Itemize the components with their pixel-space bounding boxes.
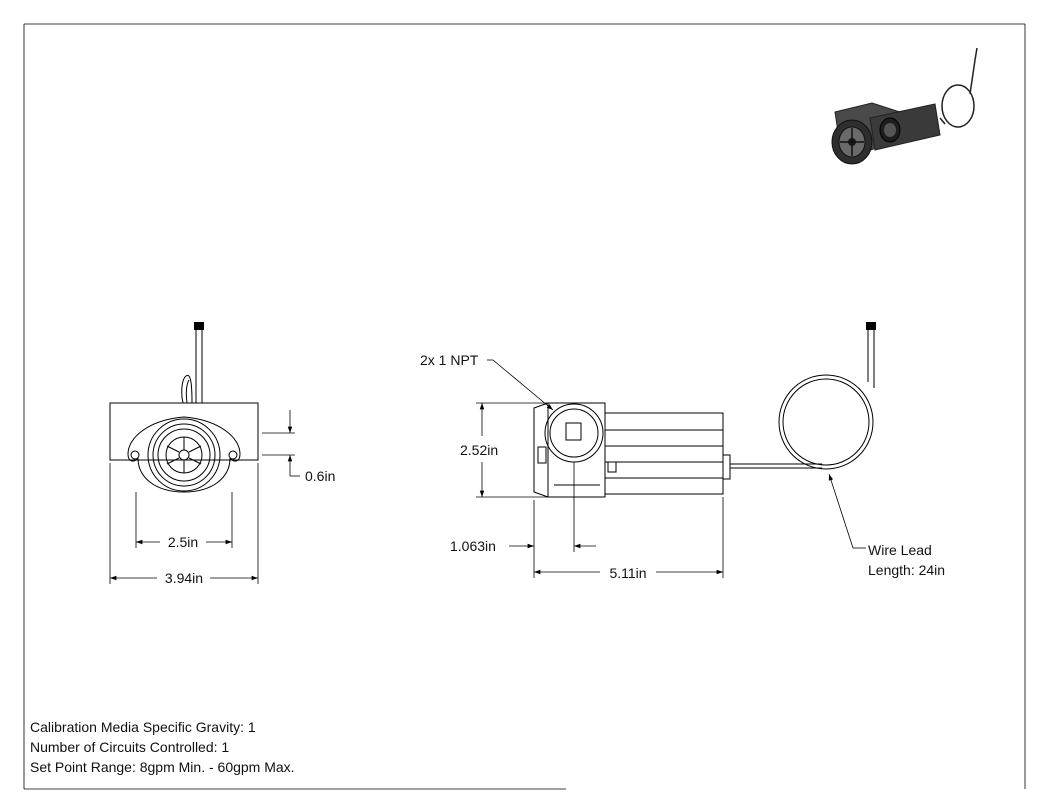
dim-half-offset: 0.6in [305, 468, 335, 484]
dim-overall-width: 3.94in [165, 570, 203, 586]
isometric-view [831, 47, 978, 165]
note-specific-gravity: Calibration Media Specific Gravity: 1 [30, 719, 256, 735]
wire-lead-length: Length: 24in [868, 562, 945, 578]
dim-bore-diameter: 2.5in [168, 534, 198, 550]
side-dimensions [476, 359, 866, 578]
front-dimensions [109, 410, 300, 584]
note-set-point: Set Point Range: 8gpm Min. - 60gpm Max. [30, 759, 295, 775]
front-view [109, 322, 259, 493]
dim-port-offset: 1.063in [450, 538, 496, 554]
dim-height: 2.52in [460, 442, 498, 458]
wire-lead-label: Wire Lead [868, 542, 932, 558]
dim-port-callout: 2x 1 NPT [420, 352, 479, 368]
side-view [533, 322, 876, 498]
note-circuits: Number of Circuits Controlled: 1 [30, 739, 230, 755]
spec-notes: Calibration Media Specific Gravity: 1 Nu… [30, 717, 295, 777]
drawing-border [23, 23, 1026, 790]
dim-overall-length: 5.11in [609, 565, 646, 581]
